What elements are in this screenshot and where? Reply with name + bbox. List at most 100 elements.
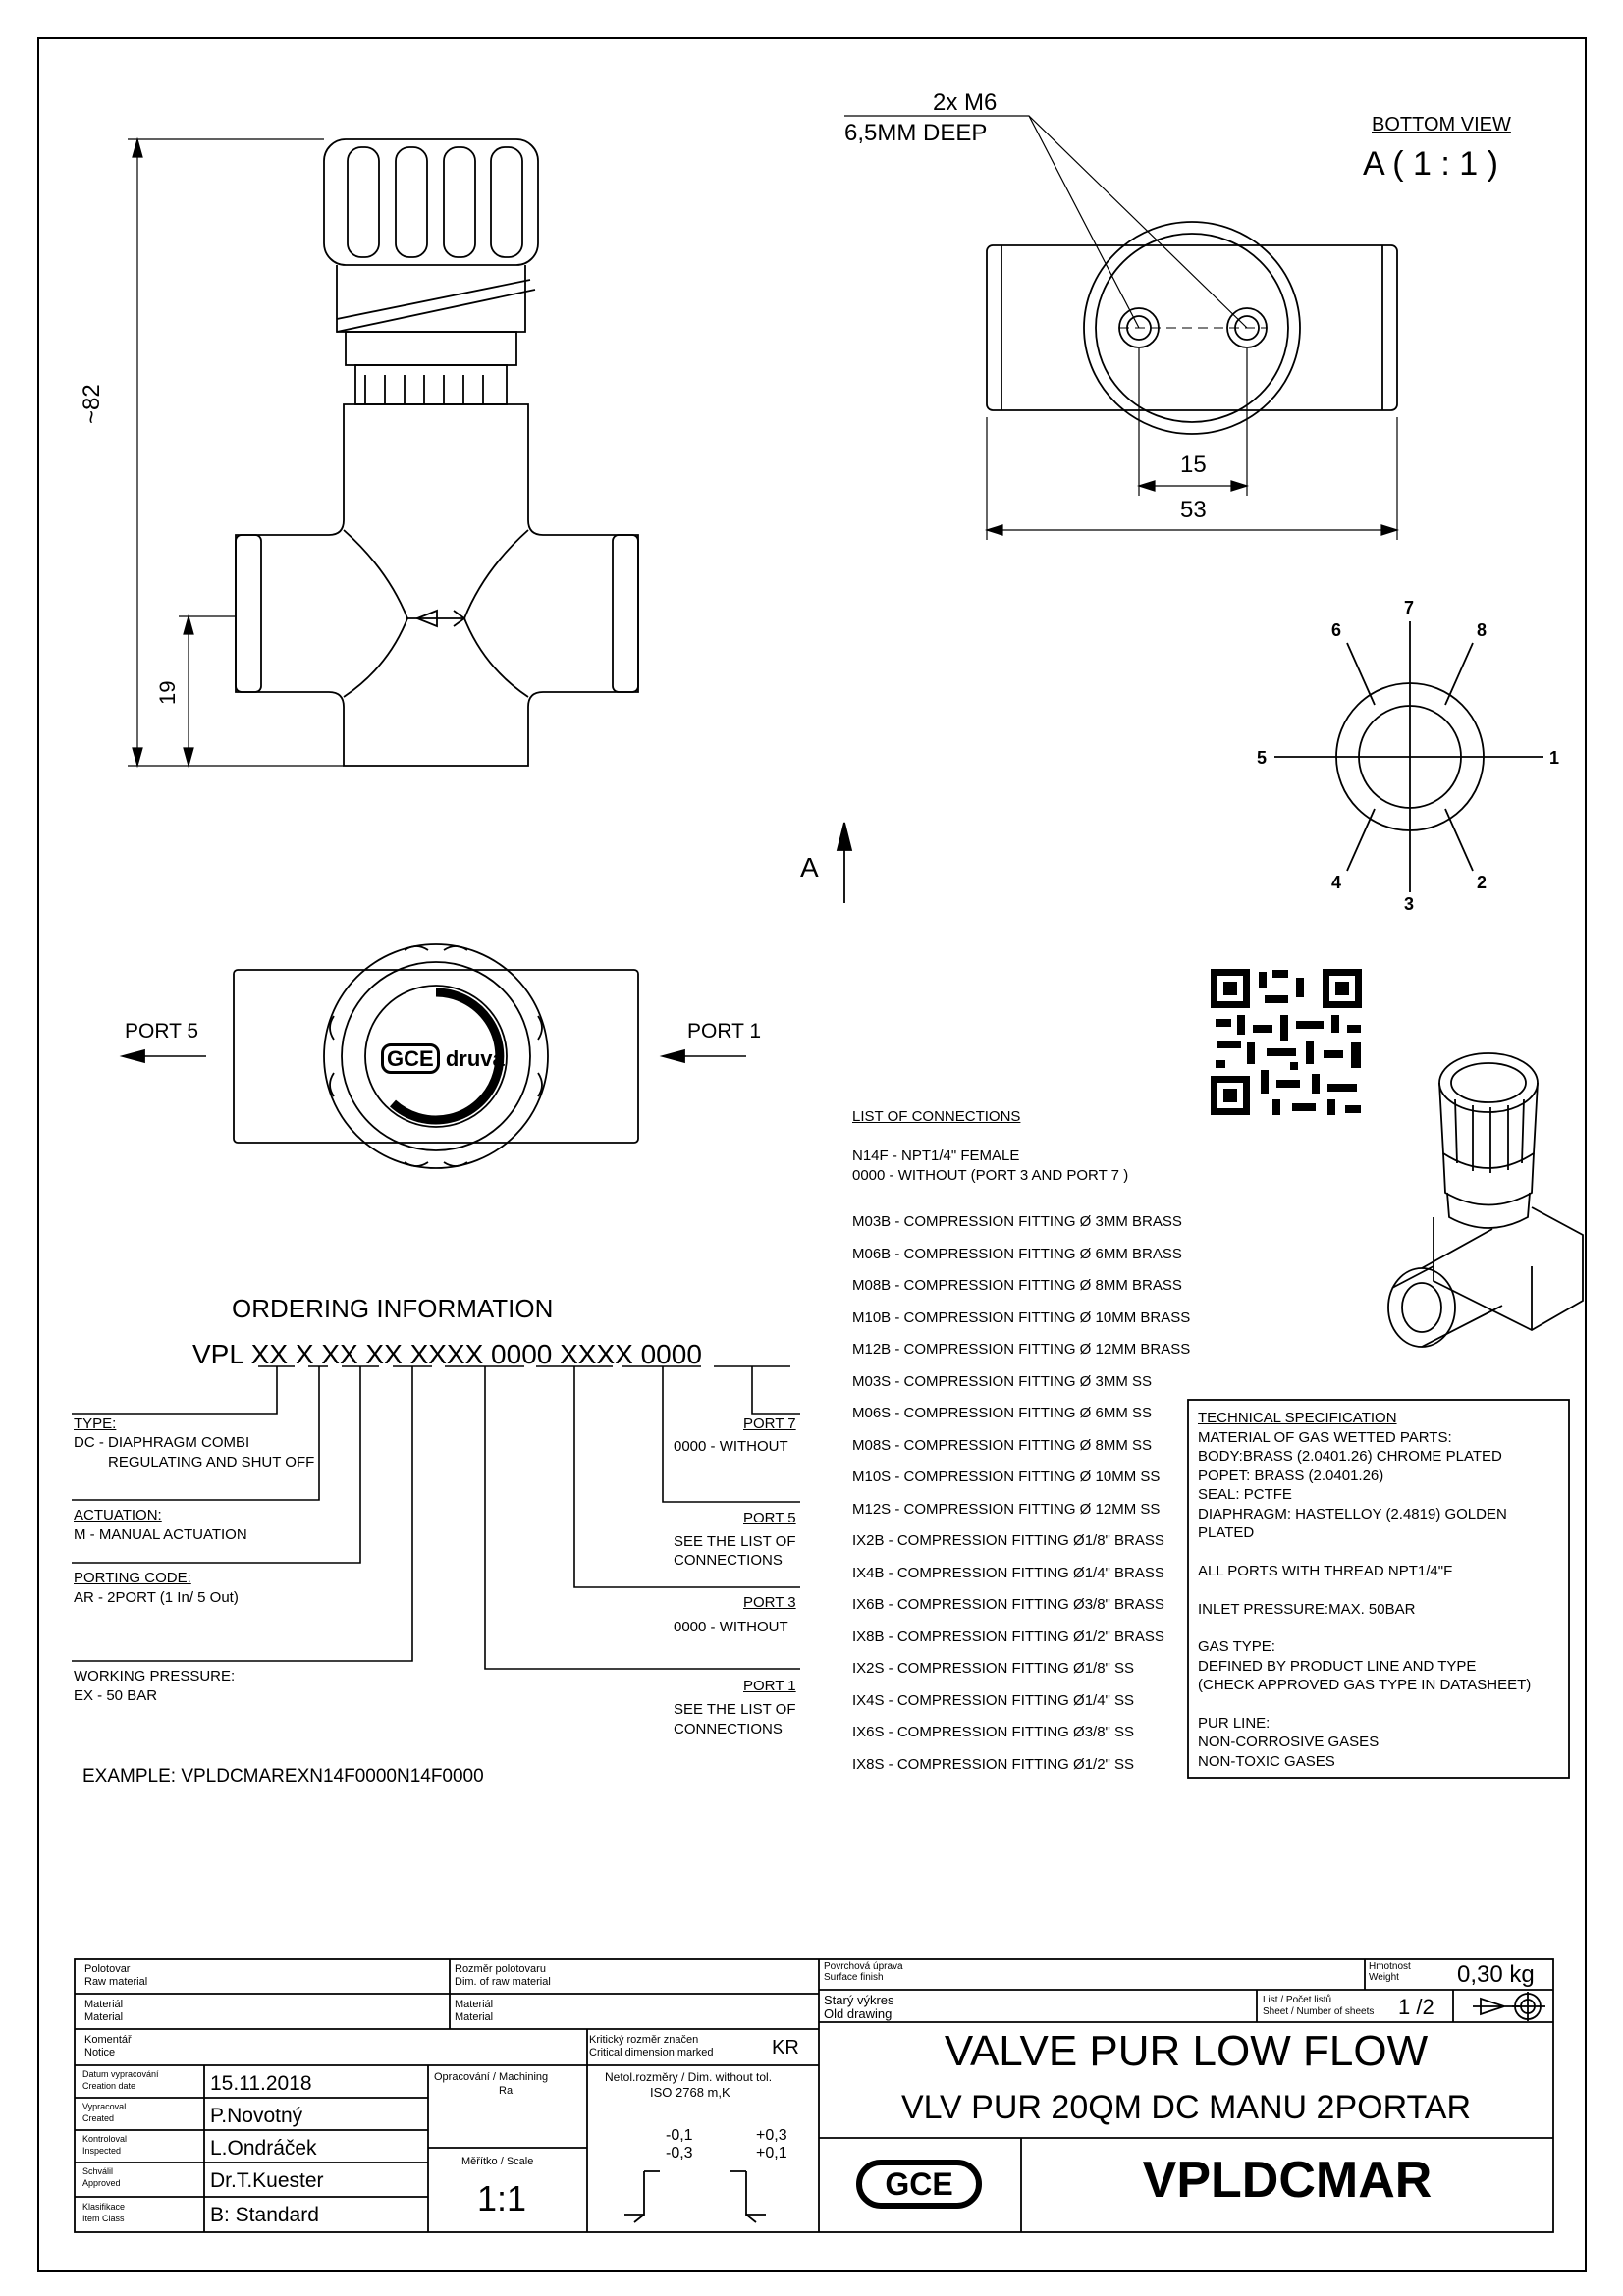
machining-label: Opracování / Machining: [434, 2071, 549, 2083]
inspected-label-en: Inspected: [82, 2146, 122, 2156]
tech-spec-box: [1187, 1399, 1570, 1779]
material2-label-en: Material: [455, 2011, 494, 2023]
created-label-cz: Vypracoval: [82, 2102, 127, 2111]
porting-header: PORTING CODE:: [74, 1570, 191, 1586]
tech-spec-lines: MATERIAL OF GAS WETTED PARTS: BODY:BRASS …: [1198, 1429, 1531, 1772]
port-7-label: 7: [1404, 598, 1415, 617]
critical-label-cz: Kritický rozměr značen: [589, 2034, 699, 2046]
approved-label-en: Approved: [82, 2178, 121, 2188]
code-port3: 0000: [491, 1339, 553, 1369]
port3-header: PORT 3: [743, 1594, 796, 1611]
front-dimensions: [128, 136, 344, 769]
approved-by: Dr.T.Kuester: [210, 2169, 324, 2192]
tolerance-neg1: -0,1: [666, 2127, 693, 2144]
knob-brand-logo: GCE druva: [381, 1043, 505, 1074]
port-6-label: 6: [1331, 620, 1342, 640]
tech-spec-line: GAS TYPE:: [1198, 1638, 1275, 1656]
material2-label-cz: Materiál: [455, 1999, 494, 2010]
tolerance-pos1: +0,3: [756, 2127, 787, 2144]
port-8-label: 8: [1477, 620, 1488, 640]
code-prefix: VPL: [192, 1339, 243, 1369]
tech-spec-line: MATERIAL OF GAS WETTED PARTS:: [1198, 1429, 1452, 1446]
port-left-label: PORT 5: [125, 1020, 199, 1042]
title-block-lines: [74, 1958, 1554, 2233]
material-label-cz: Materiál: [84, 1999, 124, 2010]
notice-label-en: Notice: [84, 2047, 116, 2058]
connection-item: IX8B - COMPRESSION FITTING Ø1/2" BRASS: [852, 1628, 1164, 1645]
class-label-cz: Klasifikace: [82, 2202, 126, 2212]
type-line2: REGULATING AND SHUT OFF: [108, 1454, 315, 1470]
type-line1: DC - DIAPHRAGM COMBI: [74, 1434, 250, 1451]
approved-label-cz: Schválil: [82, 2166, 114, 2176]
tech-spec-title: TECHNICAL SPECIFICATION: [1198, 1410, 1397, 1426]
port-2-label: 2: [1477, 873, 1488, 892]
tech-spec-line: DIAPHRAGM: HASTELLOY (2.4819) GOLDEN: [1198, 1505, 1507, 1522]
raw-material-label-en: Raw material: [84, 1976, 148, 1988]
created-label-en: Created: [82, 2113, 115, 2123]
port-4-label: 4: [1331, 873, 1342, 892]
connection-item: IX6B - COMPRESSION FITTING Ø3/8" BRASS: [852, 1596, 1164, 1613]
port1-header: PORT 1: [743, 1678, 796, 1694]
port-3-label: 3: [1404, 894, 1415, 914]
weight-value: 0,30 kg: [1457, 1961, 1535, 1988]
material-label-en: Material: [84, 2011, 124, 2023]
sheet-number: 1 /2: [1398, 1995, 1434, 2019]
connection-0000: 0000 - WITHOUT (PORT 3 AND PORT 7 ): [852, 1167, 1129, 1184]
code-port1: XXXX: [409, 1339, 484, 1369]
porting-line1: AR - 2PORT (1 In/ 5 Out): [74, 1589, 239, 1606]
port-diagram: [1274, 621, 1543, 892]
ordering-leaders: [72, 1365, 800, 1670]
item-class: B: Standard: [210, 2204, 319, 2226]
sheet-label-cz: List / Počet listů: [1263, 1995, 1332, 2005]
tech-spec-line: [1198, 1543, 1531, 1562]
tolerance-pos2: +0,1: [756, 2145, 787, 2162]
inner-dimension: 15: [1180, 452, 1207, 478]
port-height-dimension: 19: [155, 680, 180, 705]
connection-item: M12S - COMPRESSION FITTING Ø 12MM SS: [852, 1500, 1161, 1518]
tech-spec-line: PLATED: [1198, 1523, 1255, 1541]
old-drawing-label-cz: Starý výkres: [824, 1993, 894, 2007]
connection-item: IX8S - COMPRESSION FITTING Ø1/2" SS: [852, 1755, 1135, 1773]
port5-line1: SEE THE LIST OF: [674, 1533, 796, 1550]
bottom-view-title: BOTTOM VIEW: [1372, 114, 1511, 135]
port7-line1: 0000 - WITHOUT: [674, 1438, 788, 1455]
tech-spec-line: NON-CORROSIVE GASES: [1198, 1734, 1380, 1751]
connection-item: M08B - COMPRESSION FITTING Ø 8MM BRASS: [852, 1277, 1182, 1294]
actuation-header: ACTUATION:: [74, 1507, 162, 1523]
tolerance-neg2: -0,3: [666, 2145, 693, 2162]
connection-item: IX4S - COMPRESSION FITTING Ø1/4" SS: [852, 1691, 1135, 1709]
tech-spec-line: PUR LINE:: [1198, 1714, 1271, 1732]
tech-spec-line: INLET PRESSURE:MAX. 50BAR: [1198, 1600, 1416, 1618]
connection-n14f: N14F - NPT1/4" FEMALE: [852, 1148, 1020, 1164]
outer-dimension: 53: [1180, 497, 1207, 523]
creation-date: 15.11.2018: [210, 2072, 312, 2095]
connection-item: M08S - COMPRESSION FITTING Ø 8MM SS: [852, 1436, 1153, 1454]
raw-material-label-cz: Polotovar: [84, 1963, 131, 1975]
connection-item: M06S - COMPRESSION FITTING Ø 6MM SS: [852, 1405, 1153, 1421]
code-port5: XXXX: [560, 1339, 633, 1369]
port-5-label: 5: [1257, 748, 1268, 768]
inspected-by: L.Ondráček: [210, 2137, 317, 2160]
isometric-view: [1387, 1052, 1584, 1348]
tech-spec-line: [1198, 1620, 1531, 1638]
sheet-frame: [37, 37, 1587, 2272]
connections-title: LIST OF CONNECTIONS: [852, 1108, 1021, 1125]
code-type: XX: [250, 1339, 289, 1369]
tech-spec-line: [1198, 1581, 1531, 1600]
dim-raw-label-en: Dim. of raw material: [455, 1976, 551, 1988]
connection-item: IX2B - COMPRESSION FITTING Ø1/8" BRASS: [852, 1532, 1164, 1549]
critical-label-en: Critical dimension marked: [589, 2047, 714, 2058]
critical-mark: KR: [772, 2037, 799, 2058]
thread-note-2: 6,5MM DEEP: [844, 120, 988, 146]
gce-logo: GCE: [856, 2160, 982, 2209]
weight-label-en: Weight: [1369, 1972, 1399, 1983]
tolerance-label: Netol.rozměry / Dim. without tol.: [605, 2070, 773, 2084]
view-arrow: [836, 822, 853, 903]
bottom-view: [844, 115, 1398, 435]
tech-spec-line: BODY:BRASS (2.0401.26) CHROME PLATED: [1198, 1448, 1502, 1466]
connection-item: M03S - COMPRESSION FITTING Ø 3MM SS: [852, 1372, 1153, 1390]
tech-spec-line: [1198, 1695, 1531, 1714]
